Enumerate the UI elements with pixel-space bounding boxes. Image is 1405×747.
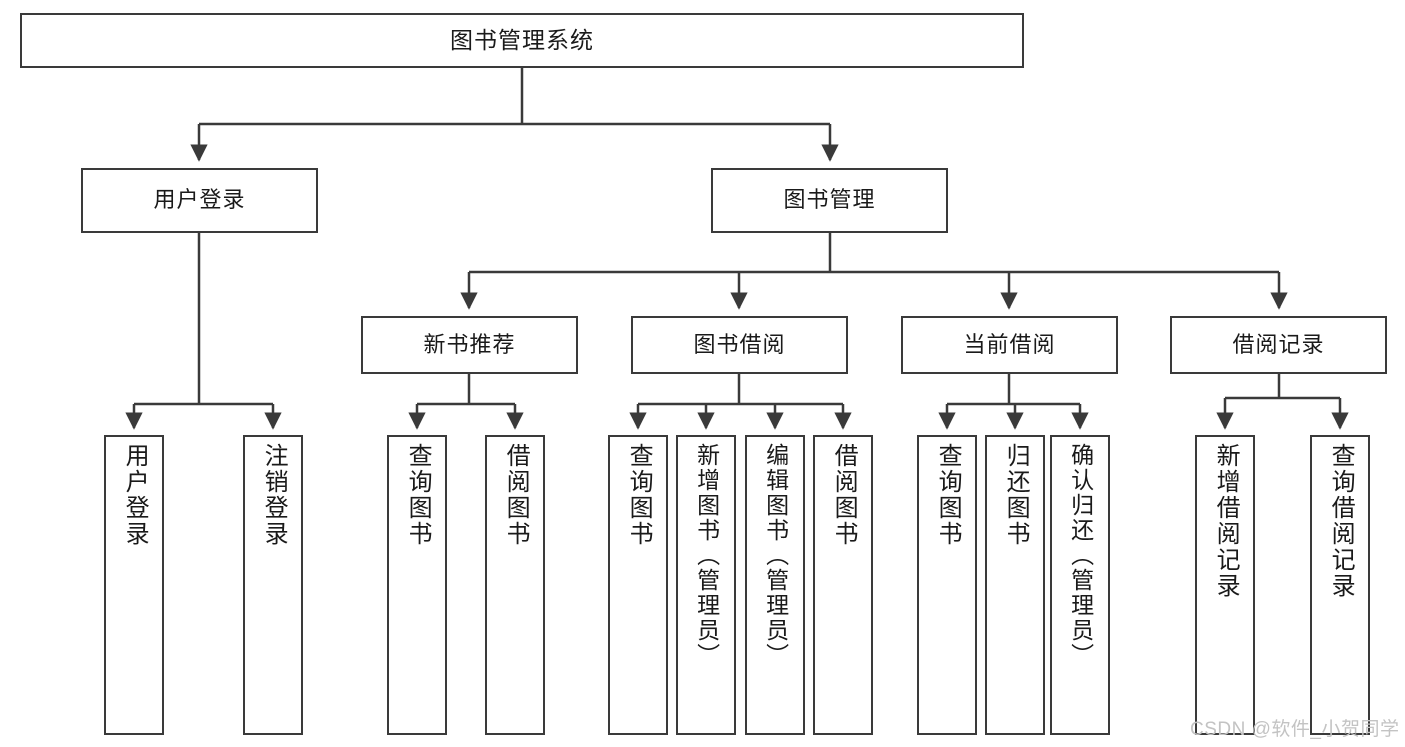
leaf-query-books-recommend[interactable]: 查询图书 bbox=[387, 435, 447, 735]
leaf-add-book-admin[interactable]: 新增图书（管理员） bbox=[676, 435, 736, 735]
node-label: 归还图书 bbox=[1002, 443, 1030, 547]
node-book-borrow[interactable]: 图书借阅 bbox=[631, 316, 848, 374]
leaf-borrow-books-recommend[interactable]: 借阅图书 bbox=[485, 435, 545, 735]
node-book-management[interactable]: 图书管理 bbox=[711, 168, 948, 233]
node-label: 查询借阅记录 bbox=[1327, 443, 1355, 599]
node-label: 用户登录 bbox=[121, 443, 149, 547]
node-label: 新书推荐 bbox=[423, 331, 516, 357]
node-borrow-records[interactable]: 借阅记录 bbox=[1170, 316, 1387, 374]
leaf-edit-book-admin[interactable]: 编辑图书（管理员） bbox=[745, 435, 805, 735]
node-label: 查询图书 bbox=[934, 443, 962, 547]
node-user-login[interactable]: 用户登录 bbox=[81, 168, 318, 233]
node-label: 查询图书 bbox=[625, 443, 653, 547]
csdn-watermark: CSDN @软件_小贺同学 bbox=[1190, 719, 1400, 740]
node-new-book-recommendation[interactable]: 新书推荐 bbox=[361, 316, 578, 374]
leaf-user-login[interactable]: 用户登录 bbox=[104, 435, 164, 735]
node-label: 新增借阅记录 bbox=[1212, 443, 1240, 599]
node-label: 用户登录 bbox=[153, 187, 246, 213]
leaf-query-borrow-record[interactable]: 查询借阅记录 bbox=[1310, 435, 1370, 735]
node-label: 图书管理系统 bbox=[450, 26, 594, 53]
leaf-add-borrow-record[interactable]: 新增借阅记录 bbox=[1195, 435, 1255, 735]
node-label: 当前借阅 bbox=[963, 331, 1056, 357]
node-label: 借阅记录 bbox=[1232, 331, 1325, 357]
node-root-system[interactable]: 图书管理系统 bbox=[20, 13, 1024, 68]
leaf-query-books-borrow[interactable]: 查询图书 bbox=[608, 435, 668, 735]
node-current-borrow[interactable]: 当前借阅 bbox=[901, 316, 1118, 374]
leaf-borrow-books[interactable]: 借阅图书 bbox=[813, 435, 873, 735]
node-label: 编辑图书（管理员） bbox=[762, 443, 789, 668]
leaf-query-books-current[interactable]: 查询图书 bbox=[917, 435, 977, 735]
leaf-return-books[interactable]: 归还图书 bbox=[985, 435, 1045, 735]
node-label: 借阅图书 bbox=[830, 443, 858, 547]
node-label: 查询图书 bbox=[404, 443, 432, 547]
leaf-logout[interactable]: 注销登录 bbox=[243, 435, 303, 735]
leaf-confirm-return-admin[interactable]: 确认归还（管理员） bbox=[1050, 435, 1110, 735]
node-label: 图书管理 bbox=[783, 187, 876, 213]
node-label: 注销登录 bbox=[260, 443, 288, 547]
node-label: 确认归还（管理员） bbox=[1067, 443, 1094, 668]
node-label: 新增图书（管理员） bbox=[693, 443, 720, 668]
node-label: 借阅图书 bbox=[502, 443, 530, 547]
node-label: 图书借阅 bbox=[693, 331, 786, 357]
